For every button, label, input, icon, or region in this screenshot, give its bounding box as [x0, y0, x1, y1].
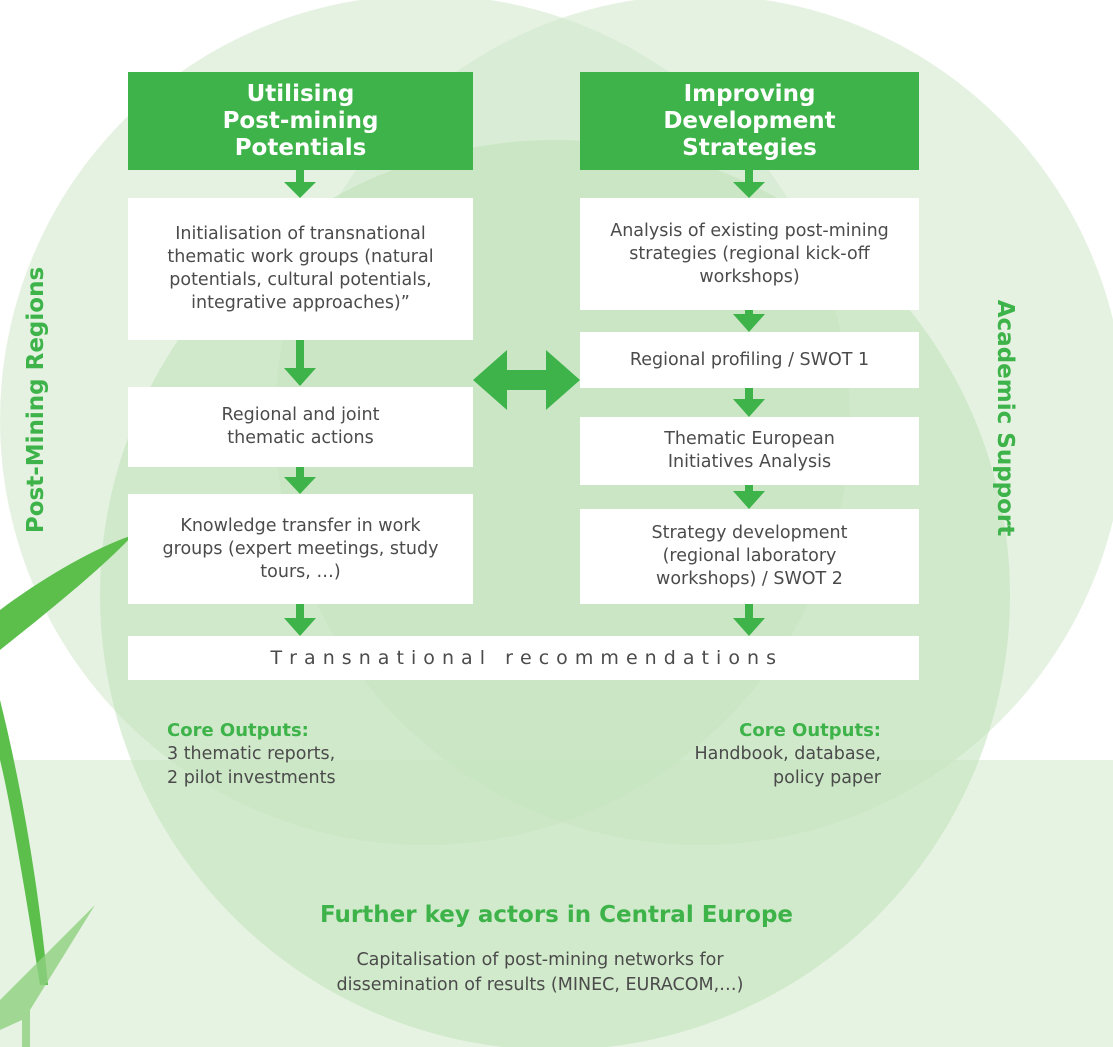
right-output-line-2: policy paper — [773, 768, 881, 788]
left-circle-label: Post-Mining Regions — [23, 266, 49, 534]
right-header-line-2: Development — [663, 107, 836, 134]
left-step-3: Knowledge transfer in work groups (exper… — [128, 494, 473, 604]
right-step-1: Analysis of existing post-mining strateg… — [580, 198, 919, 310]
left-column-header: Utilising Post-mining Potentials — [128, 72, 473, 170]
left-output-line-2: 2 pilot investments — [167, 768, 336, 788]
right-header-line-3: Strategies — [682, 134, 817, 161]
left-header-line-3: Potentials — [234, 134, 367, 161]
right-step-4: Strategy development (regional laborator… — [580, 509, 919, 604]
right-column-header: Improving Development Strategies — [580, 72, 919, 170]
left-core-outputs-text: 3 thematic reports, 2 pilot investments — [167, 742, 336, 790]
left-output-line-1: 3 thematic reports, — [167, 744, 336, 764]
right-header-line-1: Improving — [683, 80, 816, 107]
turbine-blade-lower — [0, 700, 48, 985]
left-step-2: Regional and joint thematic actions — [128, 387, 473, 467]
recommendations-bar: T r a n s n a t i o n a l r e c o m m e … — [128, 636, 919, 680]
bottom-circle-title: Further key actors in Central Europe — [319, 902, 794, 928]
right-output-line-1: Handbook, database, — [694, 744, 881, 764]
right-circle-label: Academic Support — [992, 299, 1018, 537]
left-header-line-1: Utilising — [246, 80, 355, 107]
left-step-1: Initialisation of transnational thematic… — [128, 198, 473, 340]
turbine-blade-upper — [0, 535, 133, 650]
turbine-hub-icon — [0, 905, 95, 1047]
left-header-line-2: Post-mining — [222, 107, 379, 134]
bottom-circle-text: Capitalisation of post-mining networks f… — [336, 950, 744, 995]
right-core-outputs-text: Handbook, database, policy paper — [694, 742, 881, 790]
right-step-2: Regional profiling / SWOT 1 — [580, 332, 919, 388]
right-step-3: Thematic European Initiatives Analysis — [580, 417, 919, 485]
right-core-outputs-title: Core Outputs: — [739, 720, 881, 741]
left-core-outputs-title: Core Outputs: — [167, 720, 309, 741]
